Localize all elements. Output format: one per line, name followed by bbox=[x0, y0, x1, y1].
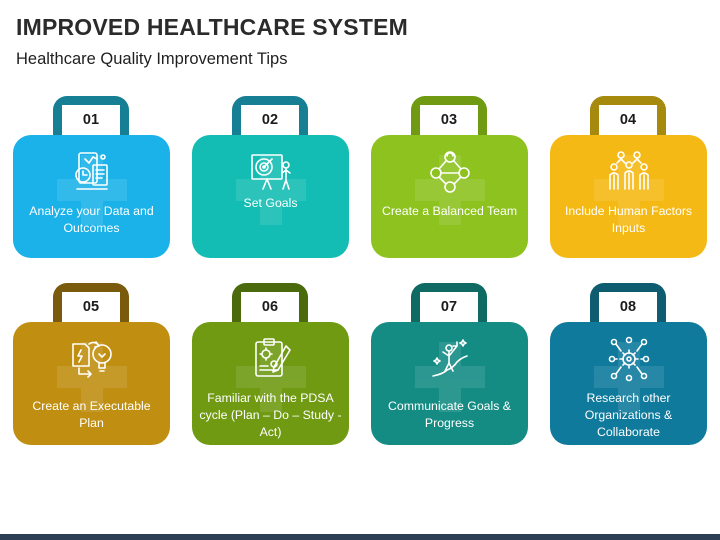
card-box: Communicate Goals & Progress bbox=[371, 322, 528, 445]
card-label: Communicate Goals & Progress bbox=[387, 399, 512, 430]
growth-figure-icon bbox=[427, 336, 473, 382]
people-group-icon bbox=[606, 149, 652, 195]
medical-cross-watermark bbox=[415, 342, 485, 412]
card-box: Include Human Factors Inputs bbox=[550, 135, 707, 258]
card-label: Create a Balanced Team bbox=[381, 204, 518, 218]
card-number: 05 bbox=[62, 292, 120, 322]
card-box: Research other Organizations & Collabora… bbox=[550, 322, 707, 445]
card-03: 03 Create a Balanced Team bbox=[371, 96, 528, 314]
clipboard-gears-icon bbox=[248, 336, 294, 382]
card-handle bbox=[232, 283, 308, 333]
card-label: Create an Executable Plan bbox=[32, 399, 151, 430]
card-02: 02 Set Goals bbox=[192, 96, 349, 314]
card-label: Research other Organizations & Collabora… bbox=[584, 391, 673, 439]
medical-cross-watermark bbox=[594, 155, 664, 225]
card-label: Analyze your Data and Outcomes bbox=[29, 204, 154, 235]
page-subtitle: Healthcare Quality Improvement Tips bbox=[16, 50, 288, 68]
page-title: IMPROVED HEALTHCARE SYSTEM bbox=[16, 14, 408, 40]
card-box: Familiar with the PDSA cycle (Plan – Do … bbox=[192, 322, 349, 445]
card-number: 04 bbox=[599, 105, 657, 135]
network-gear-icon bbox=[606, 336, 652, 382]
medical-cross-watermark bbox=[57, 342, 127, 412]
card-05: 05 Create an Executable Plan bbox=[13, 283, 170, 501]
card-number: 08 bbox=[599, 292, 657, 322]
card-handle bbox=[53, 283, 129, 333]
card-box: Set Goals bbox=[192, 135, 349, 258]
footer-bar bbox=[0, 534, 720, 540]
card-box: Create an Executable Plan bbox=[13, 322, 170, 445]
card-number: 01 bbox=[62, 105, 120, 135]
card-label: Familiar with the PDSA cycle (Plan – Do … bbox=[199, 391, 342, 439]
card-box: Create a Balanced Team bbox=[371, 135, 528, 258]
card-07: 07 Communicate Goals & Progress bbox=[371, 283, 528, 501]
card-number: 07 bbox=[420, 292, 478, 322]
card-01: 01 Analyze your Data and Outcomes bbox=[13, 96, 170, 314]
card-handle bbox=[232, 96, 308, 146]
team-network-icon bbox=[427, 149, 473, 195]
card-box: Analyze your Data and Outcomes bbox=[13, 135, 170, 258]
card-06: 06 Familiar with the PDSA cycle (Plan – … bbox=[192, 283, 349, 501]
card-handle bbox=[590, 96, 666, 146]
card-04: 04 Include Human Factors Inputs bbox=[550, 96, 707, 314]
plan-idea-icon bbox=[69, 336, 115, 382]
medical-cross-watermark bbox=[236, 155, 306, 225]
card-number: 03 bbox=[420, 105, 478, 135]
data-analysis-icon bbox=[69, 149, 115, 195]
card-label: Set Goals bbox=[243, 196, 298, 210]
card-handle bbox=[53, 96, 129, 146]
card-number: 02 bbox=[241, 105, 299, 135]
target-presentation-icon bbox=[248, 149, 294, 195]
card-number: 06 bbox=[241, 292, 299, 322]
card-08: 08 Research other Organizations & Collab… bbox=[550, 283, 707, 501]
card-handle bbox=[411, 283, 487, 333]
card-handle bbox=[411, 96, 487, 146]
card-handle bbox=[590, 283, 666, 333]
card-label: Include Human Factors Inputs bbox=[564, 204, 693, 235]
